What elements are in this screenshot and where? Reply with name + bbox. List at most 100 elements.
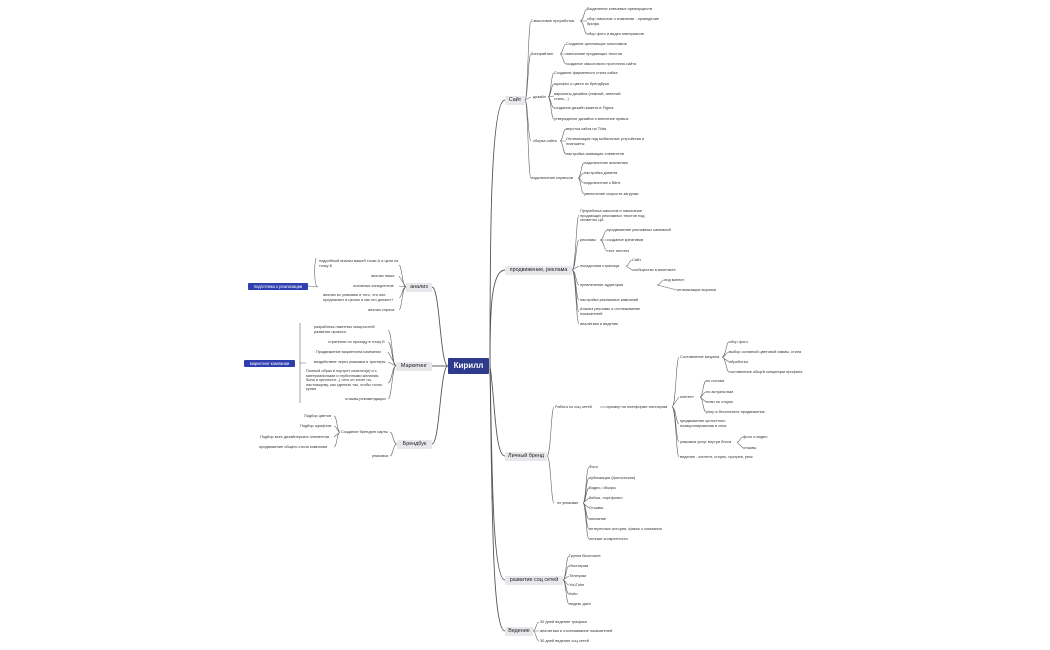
brand-item: Подбор всех дизайнерских элементов (260, 434, 330, 439)
promo-item: сообщество в вконтакте (632, 267, 676, 272)
analysis-item: анализ спроса (368, 307, 395, 312)
brand-pack: упаковка (372, 453, 389, 458)
site-item: настройка анимации элементов (566, 151, 624, 156)
site-item: создание дизайн-макета в Figma (554, 105, 614, 110)
branch-marketing[interactable]: Маркетинг (396, 362, 432, 371)
site-item: создание смыслового прототипа сайта (566, 61, 637, 66)
branch-analysis[interactable]: анализ (406, 283, 432, 292)
analysis-item: анализ ниши (371, 273, 395, 278)
site-item: шрифты и цвета из брендбука (554, 81, 609, 86)
personal-item: по постам (706, 378, 725, 383)
social-item: YouTube (569, 582, 585, 587)
branch-brand[interactable]: Брендбук (397, 440, 432, 449)
social-item: Телеграм (569, 573, 587, 578)
marketing-item: воздействие через упаковки и триггеры (314, 359, 386, 364)
social-item: яндекс дзен (569, 601, 591, 606)
personal-content[interactable]: контент (680, 394, 694, 399)
personal-item: выбор основной цветовой гаммы, стиля (729, 349, 802, 354)
site-item: написание продающих текстов (566, 51, 622, 56)
promo-ads[interactable]: рекламы (580, 237, 596, 242)
analysis-item: основных конкурентов (353, 283, 394, 288)
promo-item: Анализ рекламы и отслеживание показателе… (580, 306, 641, 316)
site-item: варианты дизайна (темный, светлый стиль.… (554, 91, 621, 101)
site-item: верстка сайта на Tilda (566, 126, 607, 131)
promo-item: лид магнит (664, 277, 685, 282)
promo-audience[interactable]: привлечение аудитории (580, 282, 624, 287)
site-item: сбор фото и видео материалов (587, 31, 644, 36)
site-item: сбор смыслов о компании - проведение бри… (587, 16, 660, 26)
site-item: увеличение скорости загрузки (584, 191, 639, 196)
site-item: подключение аналитики (584, 160, 628, 165)
personal-item: Фото (589, 464, 598, 469)
brand-sub[interactable]: Создание брендинг карты (341, 429, 389, 434)
tag-marketing-campaigns[interactable]: маркетинг кампании (244, 360, 295, 367)
site-item: Оптимизация под мобильные устройства и п… (566, 136, 645, 146)
personal-item: описание (589, 516, 607, 521)
site-group-services[interactable]: подключение сервисов (531, 175, 573, 180)
personal-item: составление общей концепции профиля (729, 369, 803, 374)
marketing-item: Продвижение маркетинга компании (316, 349, 381, 354)
marketing-item: отзывы,рекомендации (345, 396, 386, 401)
site-item: Выделение ключевых преимуществ (587, 6, 653, 11)
marketing-item: стратегию по проходу в точку Б (328, 339, 385, 344)
personal-item: отзывы (743, 445, 757, 450)
root-node[interactable]: Кирилл (448, 358, 489, 374)
social-item: Avito (569, 591, 578, 596)
site-item: Создание цепляющих заголовков (566, 41, 627, 46)
promo-item: Сайт (632, 257, 641, 262)
personal-item: интересные истории, факты о компании (589, 526, 662, 531)
branch-lead[interactable]: Ведение (505, 627, 533, 636)
personal-positioning: продвижение целостного позиционирования … (680, 418, 727, 428)
personal-visual[interactable]: Составление визуала (680, 354, 720, 359)
promo-item: создание креативов (607, 237, 644, 242)
personal-item: Отзывы (589, 505, 604, 510)
promo-item: аналитика и ведение (580, 321, 619, 326)
personal-item: обработка (729, 359, 748, 364)
personal-maintain: ведение - контент, сторис, прогрев, рекс (680, 454, 753, 459)
personal-item: Видео, обзоры (589, 485, 616, 490)
promo-item: оптимизация воронки (677, 287, 717, 292)
site-item: Создание фирменного стиля сайта (554, 70, 618, 75)
marketing-item: Полный образ в портрет клиента(и) и с ма… (306, 368, 383, 392)
lead-item: аналитика и отслеживание показателей (540, 628, 613, 633)
branch-promo[interactable]: продвижение, реклама (505, 266, 572, 275)
site-item: утверждение дизайна и внесение правок (554, 116, 629, 121)
brand-item: Подбор цветов (304, 413, 332, 418)
personal-example[interactable]: пример на платформе инстаграм (607, 404, 668, 409)
brand-item: продвижение общего стиля компании (259, 444, 328, 449)
personal-item: фото и видео (743, 434, 768, 439)
site-group-design[interactable]: дизайн (533, 94, 546, 99)
promo-landing[interactable]: посадочная страница (580, 263, 620, 268)
personal-item: личные конкретности (589, 536, 628, 541)
brand-item: Подбор шрифтов (300, 423, 332, 428)
promo-item: продвижение рекламных кампаний (607, 227, 671, 232)
personal-item: сбор фото (729, 339, 748, 344)
promo-item: настройка рекламных кампаний (580, 297, 639, 302)
social-item: Группа Вконтакте (569, 553, 601, 558)
site-group-build[interactable]: сборка сайта (533, 138, 557, 143)
analysis-item: анализ их упаковки и того, что они предл… (323, 292, 394, 302)
marketing-item: разработка пакетных мощностей/развития п… (314, 324, 375, 334)
branch-site[interactable]: Сайт (505, 96, 525, 105)
branch-social[interactable]: развитие соц сетей (505, 576, 563, 585)
lead-item: 30 дней ведение трафика (540, 619, 587, 624)
site-item: подключение к Bitrix (584, 180, 621, 185)
site-group-meaning[interactable]: Смысловое проработка (531, 18, 574, 23)
tag-preparation[interactable]: подготовка к реализации (248, 283, 308, 290)
personal-pack-label[interactable]: по упаковке (557, 500, 579, 505)
site-item: настройка домена (584, 170, 618, 175)
personal-item: упор в бесплатное продвижение (706, 409, 765, 414)
personal-item: Кейсы, портфолио (589, 495, 623, 500)
lead-item: 30 дней ведение соц сетей (540, 638, 589, 643)
personal-packaging[interactable]: упаковка услуг внутри блога (680, 439, 732, 444)
personal-work[interactable]: Работа по соц сетей (555, 404, 592, 409)
analysis-item: подробный анализ вашей точки А и цели из… (319, 258, 399, 268)
personal-item: план по сторис (706, 399, 734, 404)
promo-item: тест гипотез (607, 248, 630, 253)
branch-personal[interactable]: Личный бренд (505, 452, 547, 461)
personal-item: по актуальным (706, 389, 734, 394)
site-group-copy[interactable]: Копирайтинг (531, 51, 554, 56)
promo-item: Проработка смыслов и написание продающих… (580, 208, 645, 223)
social-item: Инстаграм (569, 563, 589, 568)
